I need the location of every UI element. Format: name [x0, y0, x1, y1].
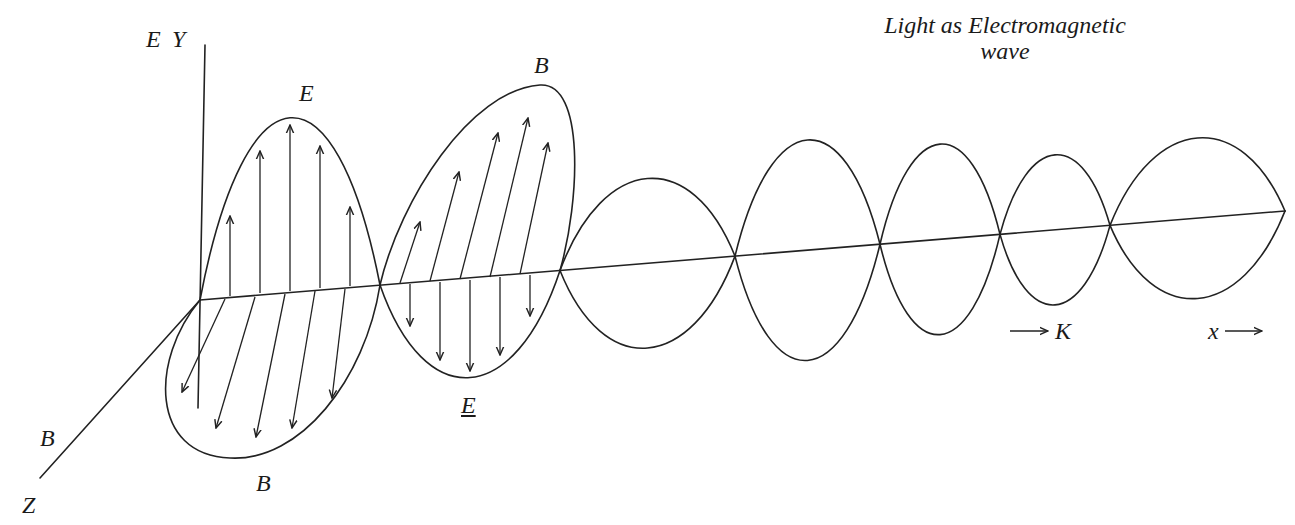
diagram-title: Light as Electromagnetic wave	[860, 12, 1150, 65]
field-vectors	[182, 118, 1262, 437]
axis-label: Y	[172, 26, 185, 52]
axis-label: B	[256, 470, 271, 496]
axis-label: x	[1208, 318, 1219, 344]
axis-label: E	[299, 80, 314, 106]
e-field-curve	[200, 118, 380, 300]
axis-label: Z	[22, 492, 35, 518]
z-axis	[40, 300, 200, 478]
wave-curve	[560, 140, 1285, 348]
wave-curve	[560, 138, 1285, 361]
axis-label: E	[461, 392, 476, 418]
axis-label: B	[534, 52, 549, 78]
axis-label: K	[1055, 318, 1071, 344]
y-axis	[198, 45, 205, 408]
e-field-curve	[380, 271, 560, 378]
b-field-curve	[380, 85, 575, 285]
x-axis	[200, 211, 1285, 300]
axis-label: E	[146, 26, 161, 52]
b-field-curve	[166, 285, 380, 458]
axis-label: B	[40, 425, 55, 451]
